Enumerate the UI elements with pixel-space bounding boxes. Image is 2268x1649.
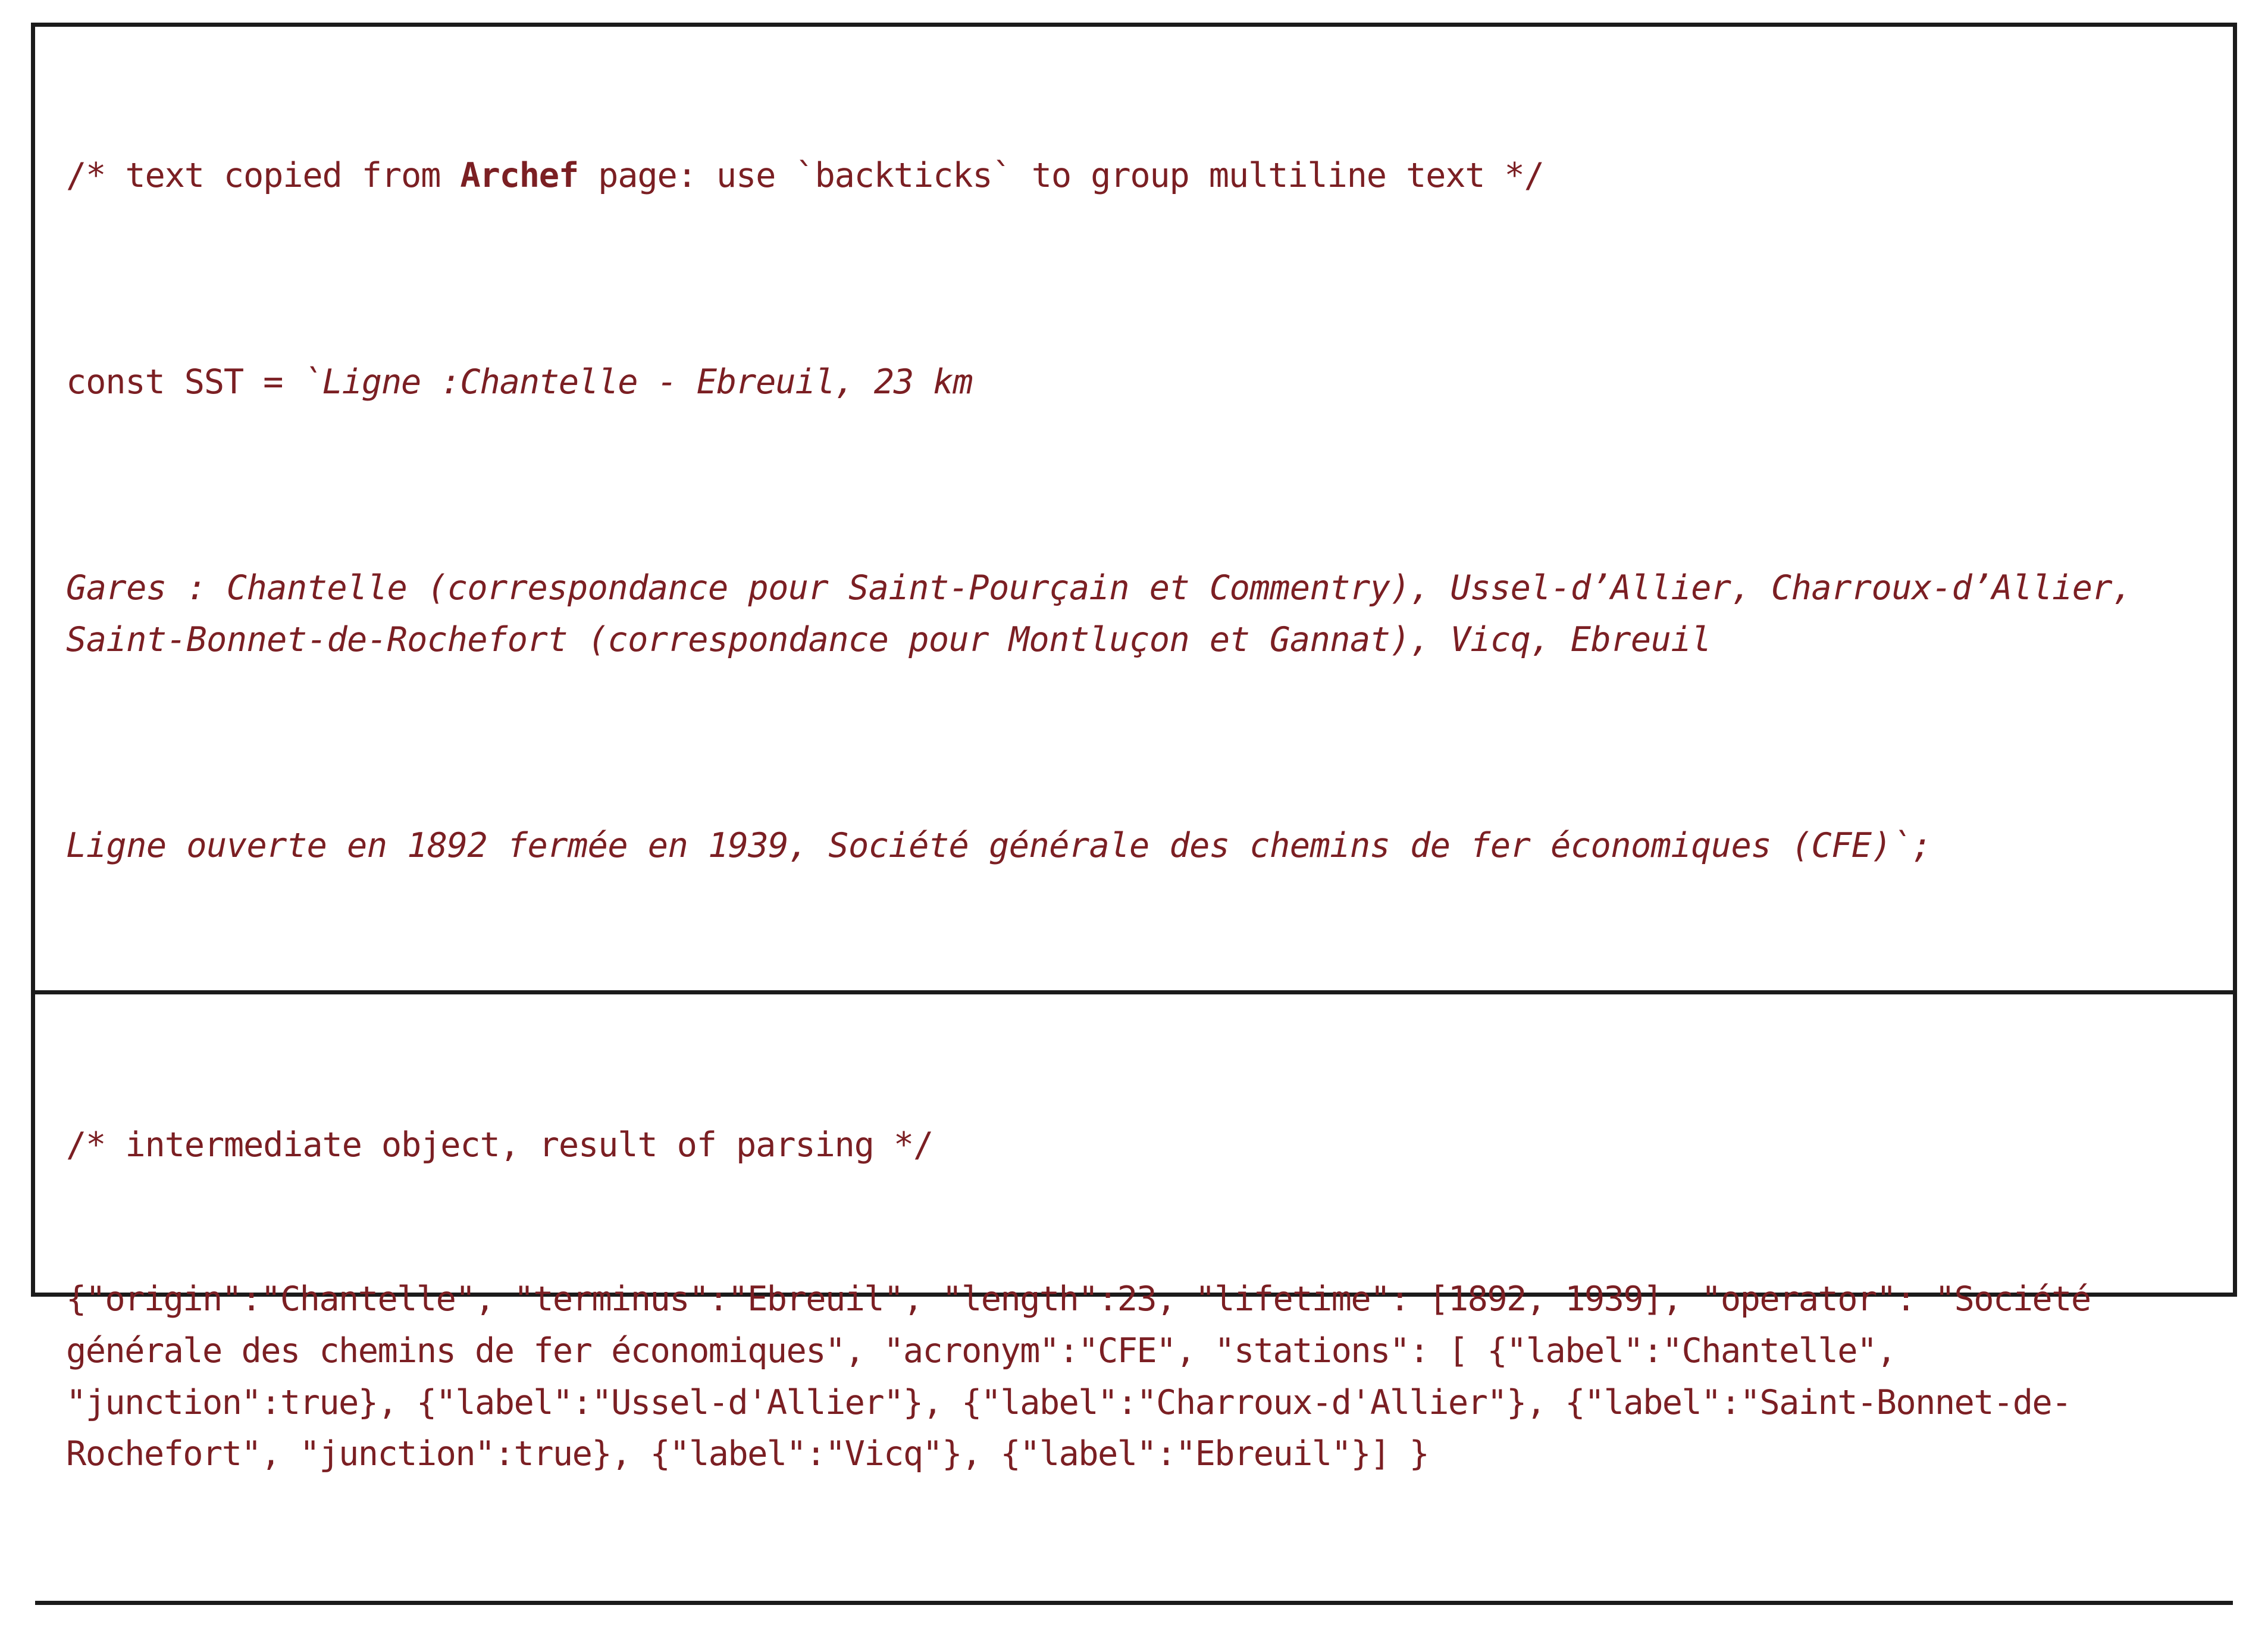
source-declaration-value: `Ligne :Chantelle - Ebreuil, 23 km — [302, 362, 973, 402]
code-listing-figure: /* text copied from Archef page: use `ba… — [31, 23, 2237, 1606]
station-records-block: {"label":"Chantelle", "num":"CFE1", "km"… — [35, 1601, 2233, 1649]
parsed-comment-line: /* intermediate object, result of parsin… — [66, 1125, 933, 1165]
source-comment-suffix: page: use `backticks` to group multiline… — [578, 156, 1545, 196]
source-declaration-line: const SST = `Ligne :Chantelle - Ebreuil,… — [66, 356, 2209, 408]
source-comment-emphasis: Archef — [460, 156, 579, 196]
source-history-line: Ligne ouverte en 1892 fermée en 1939, So… — [66, 826, 1932, 866]
source-stations-line: Gares : Chantelle (correspondance pour S… — [66, 568, 2153, 659]
parsed-json-text: {"origin":"Chantelle", "terminus":"Ebreu… — [66, 1279, 2110, 1474]
page: /* text copied from Archef page: use `ba… — [31, 23, 2237, 1606]
intermediate-object-block: /* intermediate object, result of parsin… — [35, 990, 2233, 1601]
source-text-block: /* text copied from Archef page: use `ba… — [35, 27, 2233, 990]
source-comment-prefix: /* text copied from — [66, 156, 461, 196]
source-comment-line: /* text copied from Archef page: use `ba… — [66, 150, 2209, 202]
source-declaration-prefix: const SST = — [66, 362, 303, 402]
